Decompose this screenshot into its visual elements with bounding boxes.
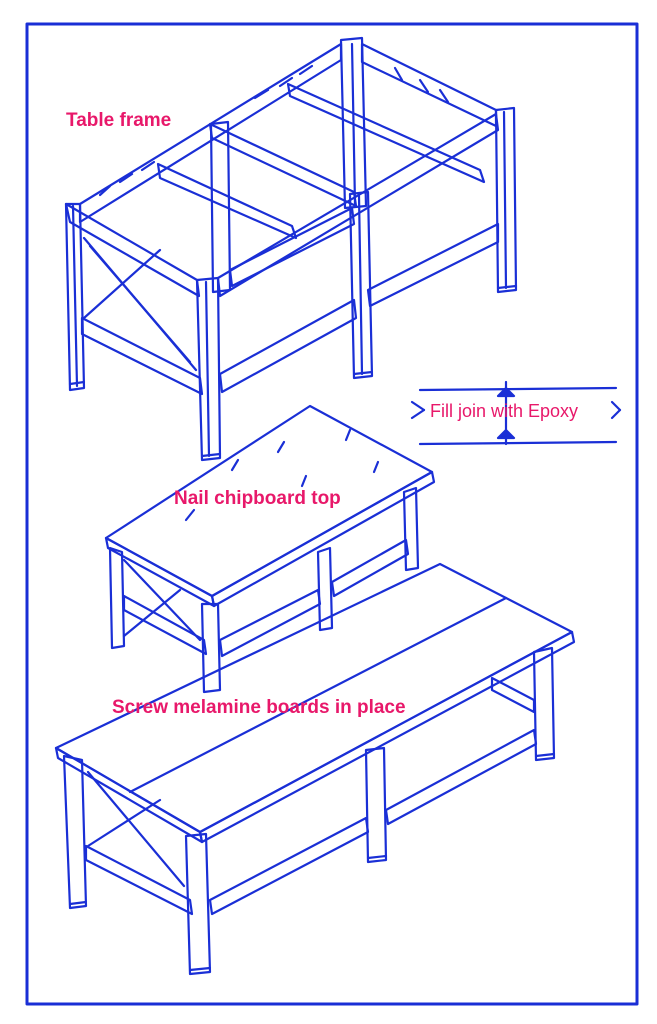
page-border (25, 22, 639, 1006)
epoxy-join-detail (410, 380, 622, 446)
label-nail-chipboard-top: Nail chipboard top (174, 488, 341, 509)
table-frame-drawing (64, 36, 518, 462)
label-fill-join-epoxy: Fill join with Epoxy (430, 401, 579, 421)
chipboard-top-drawing (104, 404, 436, 694)
label-screw-melamine-boards: Screw melamine boards in place (112, 697, 406, 718)
label-table-frame: Table frame (66, 110, 172, 131)
melamine-bench-drawing (54, 562, 576, 976)
